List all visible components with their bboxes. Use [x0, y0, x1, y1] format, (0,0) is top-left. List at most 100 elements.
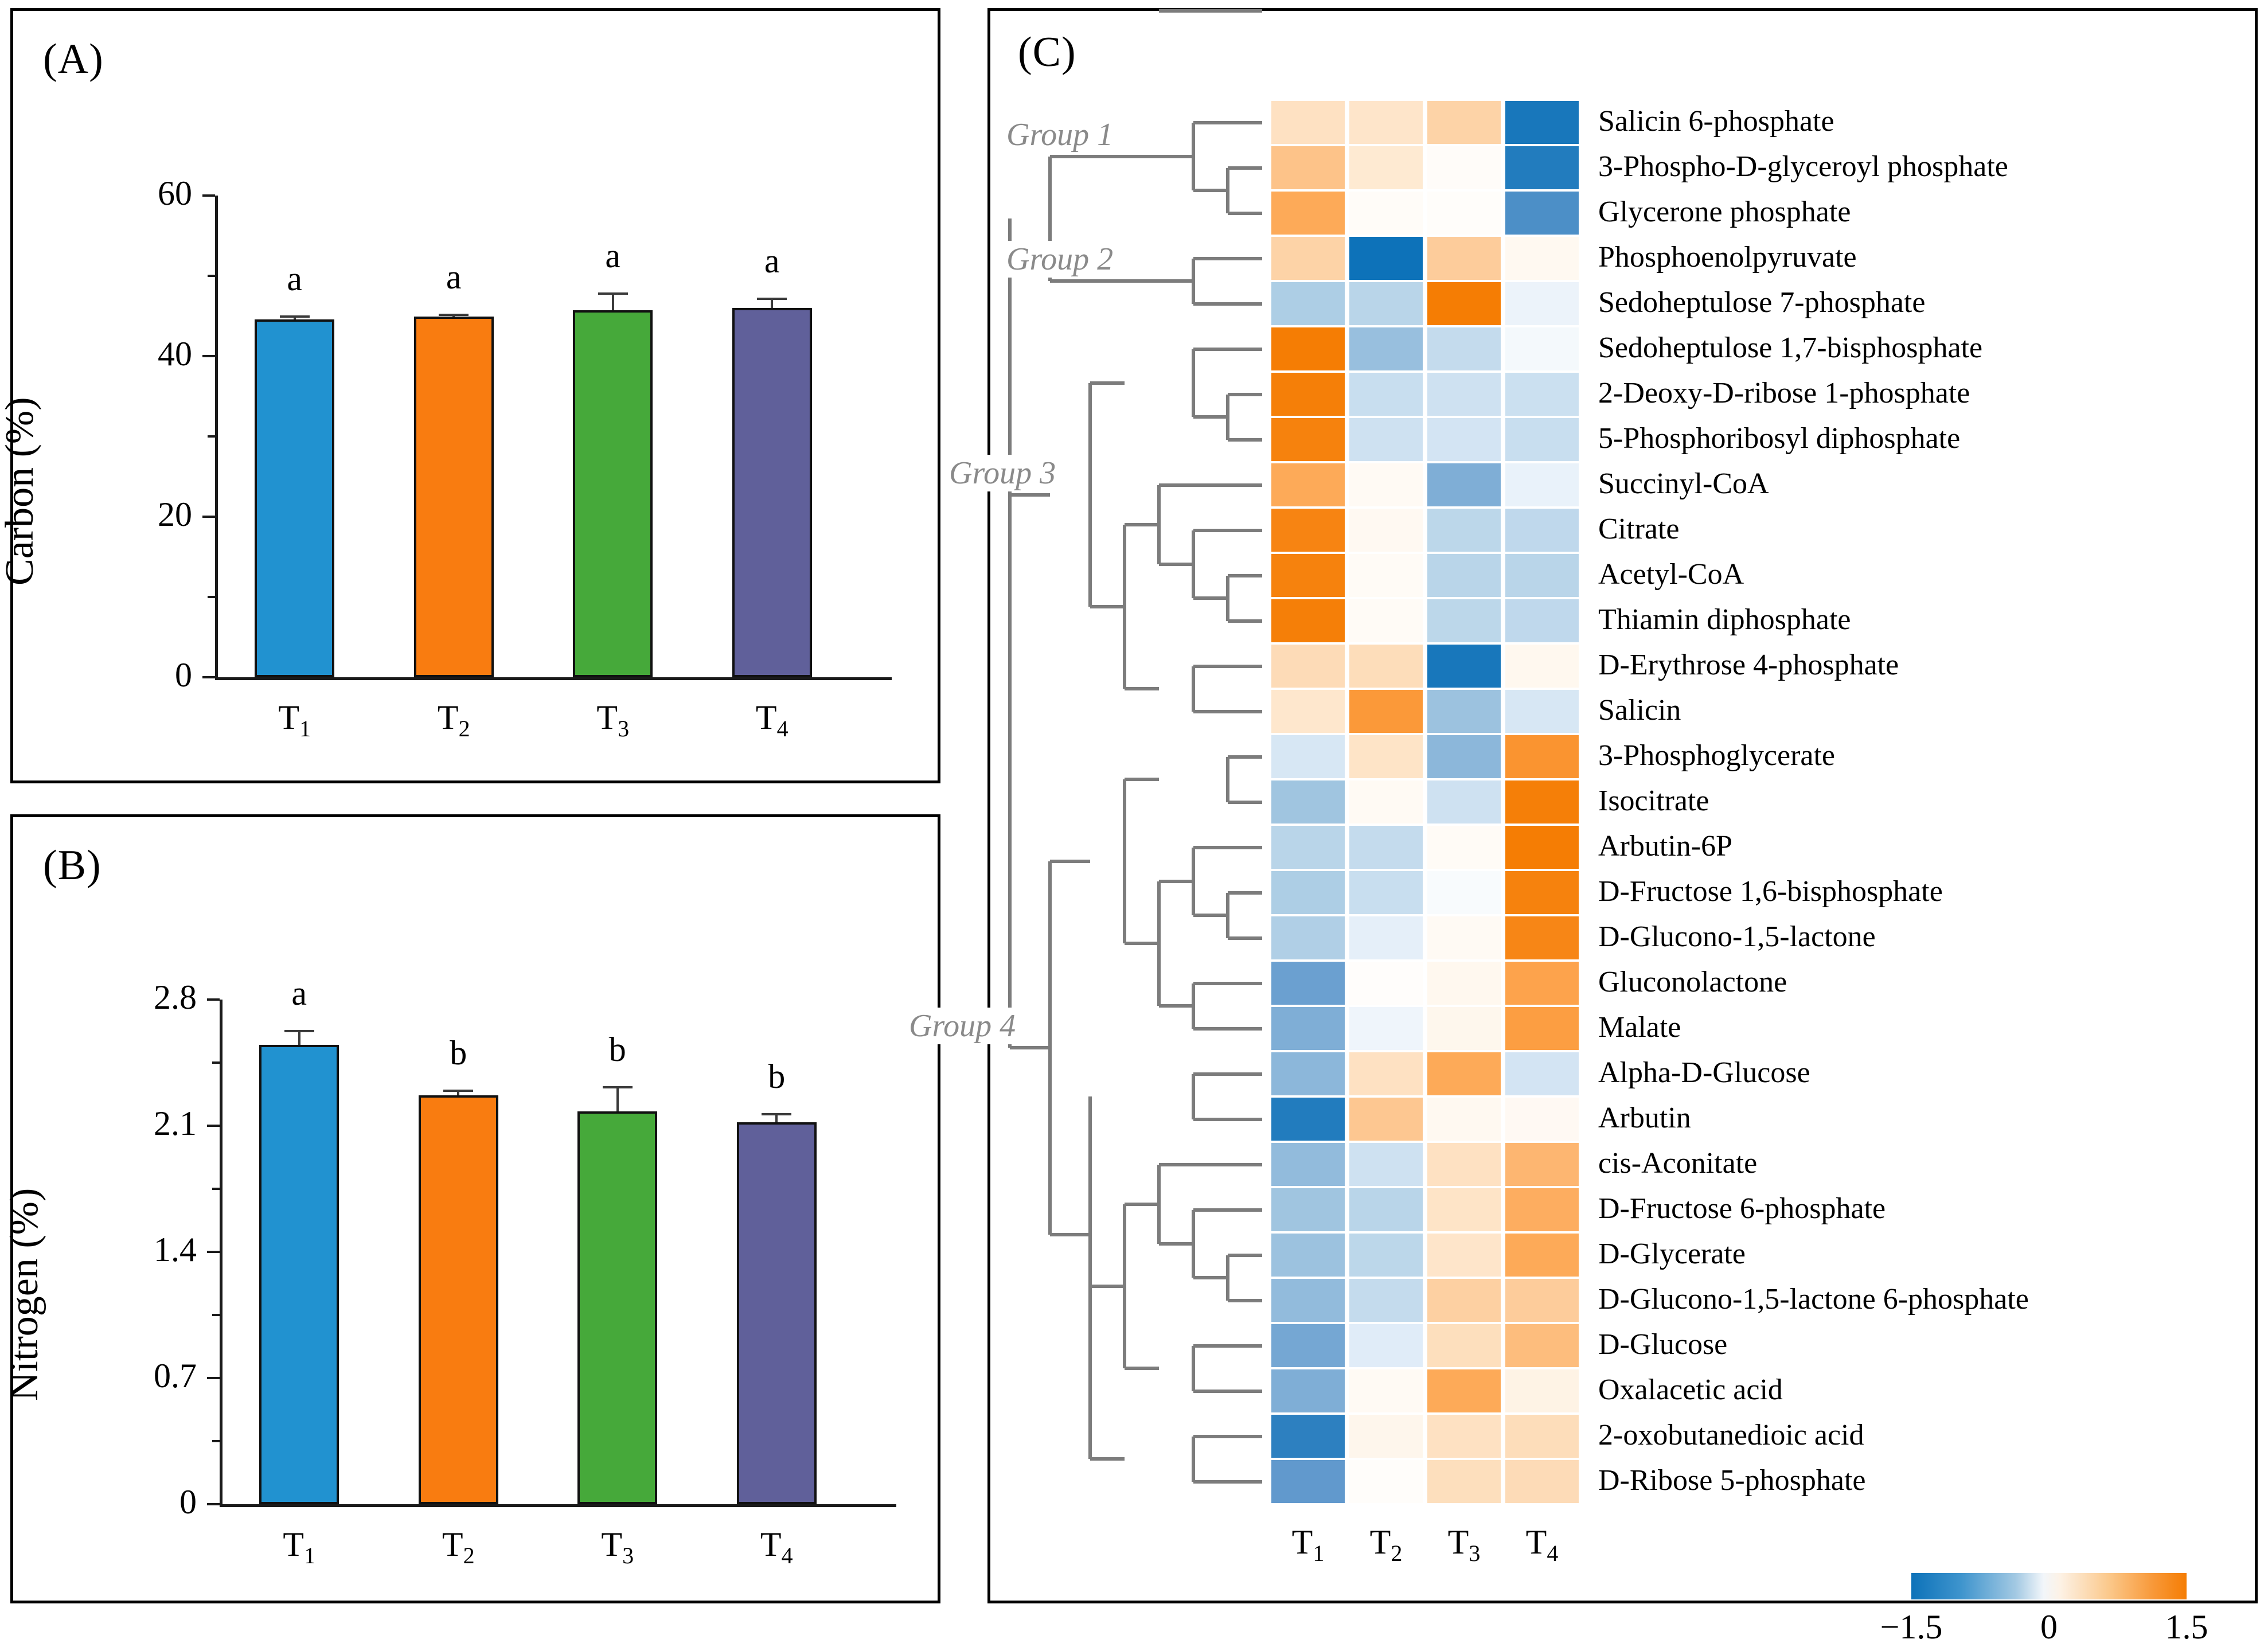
heatmap-cell [1505, 599, 1579, 642]
significance-letter-T4: b [768, 1057, 786, 1095]
dendrogram-branch [1193, 302, 1262, 306]
heatmap-cell [1349, 509, 1423, 552]
error-bar-T4 [771, 297, 774, 308]
heatmap-cell [1427, 871, 1501, 914]
dendrogram-branch [1090, 154, 1193, 158]
y-tick-major [202, 516, 215, 518]
dendrogram-branch [1228, 573, 1262, 577]
heatmap-row-label: D-Glycerate [1598, 1237, 1746, 1270]
dendrogram-branch [1088, 383, 1092, 607]
heatmap-cell [1427, 962, 1501, 1005]
cluster-label-3: Group 3 [947, 454, 1059, 491]
heatmap-row-label: Sedoheptulose 7-phosphate [1598, 286, 1926, 319]
heatmap-row-label: Salicin 6-phosphate [1598, 104, 1834, 138]
heatmap-cell [1427, 101, 1501, 144]
dendrogram-branch [1088, 1286, 1092, 1459]
y-tick-minor [212, 1188, 220, 1190]
heatmap-cell [1349, 373, 1423, 416]
heatmap-cell [1349, 1234, 1423, 1277]
dendrogram-branch [1226, 1255, 1229, 1301]
y-tick-minor [208, 596, 215, 598]
dendrogram-branch [1192, 1436, 1195, 1482]
heatmap-cell [1349, 101, 1423, 144]
heatmap-cell [1505, 826, 1579, 869]
error-bar-cap-T1 [279, 315, 310, 318]
y-tick-minor [208, 275, 215, 277]
y-tick-label: 60 [158, 174, 192, 212]
dendrogram-branch [1228, 166, 1262, 170]
heatmap-cell [1349, 599, 1423, 642]
heatmap-row-label: D-Fructose 1,6-bisphosphate [1598, 875, 1943, 908]
dendrogram-branch [1192, 1209, 1195, 1278]
heatmap-cell [1505, 916, 1579, 959]
x-tick-label-T2: T2 [442, 1525, 475, 1568]
heatmap-cell [1427, 1234, 1501, 1277]
heatmap-cell [1271, 780, 1345, 824]
heatmap-cell [1427, 690, 1501, 733]
error-bar-T2 [457, 1090, 460, 1095]
colorbar-tick-label-2: 1.5 [2165, 1608, 2208, 1646]
error-bar-T3 [611, 292, 614, 311]
dendrogram-branch [1048, 861, 1052, 1235]
heatmap-row-label: Glycerone phosphate [1598, 195, 1851, 228]
heatmap-cell [1349, 146, 1423, 189]
heatmap-cell [1505, 1188, 1579, 1231]
heatmap-row-label: 2-oxobutanedioic acid [1598, 1418, 1864, 1451]
dendrogram-branch [1228, 845, 1262, 849]
y-tick-major [207, 1251, 220, 1253]
heatmap-row-label: D-Ribose 5-phosphate [1598, 1463, 1866, 1497]
dendrogram-branch [1193, 120, 1228, 124]
x-tick-label-T3: T3 [596, 698, 630, 741]
x-axis-line [215, 677, 892, 680]
dendrogram-branch [1228, 1253, 1262, 1257]
heatmap-cell [1349, 554, 1423, 597]
heatmap-cell [1271, 282, 1345, 325]
y-tick-minor [212, 1440, 220, 1442]
dendrogram-branch [1228, 891, 1262, 895]
heatmap-row-label: Succinyl-CoA [1598, 467, 1769, 500]
heatmap-cell [1505, 237, 1579, 280]
heatmap-row-label: Arbutin-6P [1598, 829, 1732, 862]
heatmap-row-label: Oxalacetic acid [1598, 1373, 1783, 1406]
panel-b-tag: (B) [43, 842, 102, 889]
heatmap-cell [1349, 1052, 1423, 1095]
dendrogram-branch [1228, 800, 1262, 804]
y-tick-label: 2.8 [154, 978, 197, 1016]
error-bar-cap-T2 [443, 1090, 474, 1092]
dendrogram-branch [1010, 1046, 1050, 1050]
x-tick-label-T2: T2 [437, 698, 470, 741]
y-tick-label: 1.4 [154, 1231, 197, 1269]
dendrogram-branch [1192, 666, 1195, 712]
heatmap-cell [1271, 962, 1345, 1005]
dendrogram-branch [1125, 1202, 1159, 1206]
heatmap-row-label: 2-Deoxy-D-ribose 1-phosphate [1598, 376, 1970, 409]
dendrogram-branch [1048, 156, 1052, 281]
heatmap-cell [1505, 1052, 1579, 1095]
heatmap-cell [1427, 780, 1501, 824]
noop [1159, 9, 1262, 13]
heatmap-cell [1349, 962, 1423, 1005]
heatmap-cell [1427, 1460, 1501, 1503]
error-bar-cap-T3 [602, 1086, 633, 1088]
y-axis-line [215, 196, 218, 677]
heatmap-cell [1427, 327, 1501, 370]
dendrogram-branch [1159, 483, 1193, 487]
heatmap-cell [1427, 282, 1501, 325]
heatmap-cell [1271, 1324, 1345, 1367]
heatmap-cell [1505, 735, 1579, 778]
dendrogram-branch [1123, 779, 1126, 944]
heatmap-cell [1505, 146, 1579, 189]
heatmap-cell [1427, 1415, 1501, 1458]
dendrogram-branch [1159, 879, 1193, 883]
heatmap-cell [1505, 780, 1579, 824]
heatmap-cell [1427, 735, 1501, 778]
dendrogram-branch [1193, 709, 1262, 713]
y-tick-major [207, 1377, 220, 1379]
significance-letter-T4: a [764, 241, 780, 280]
heatmap-cell [1271, 1415, 1345, 1458]
bar-T4 [736, 1122, 817, 1504]
heatmap-cell [1505, 373, 1579, 416]
error-bar-cap-T2 [439, 313, 469, 316]
